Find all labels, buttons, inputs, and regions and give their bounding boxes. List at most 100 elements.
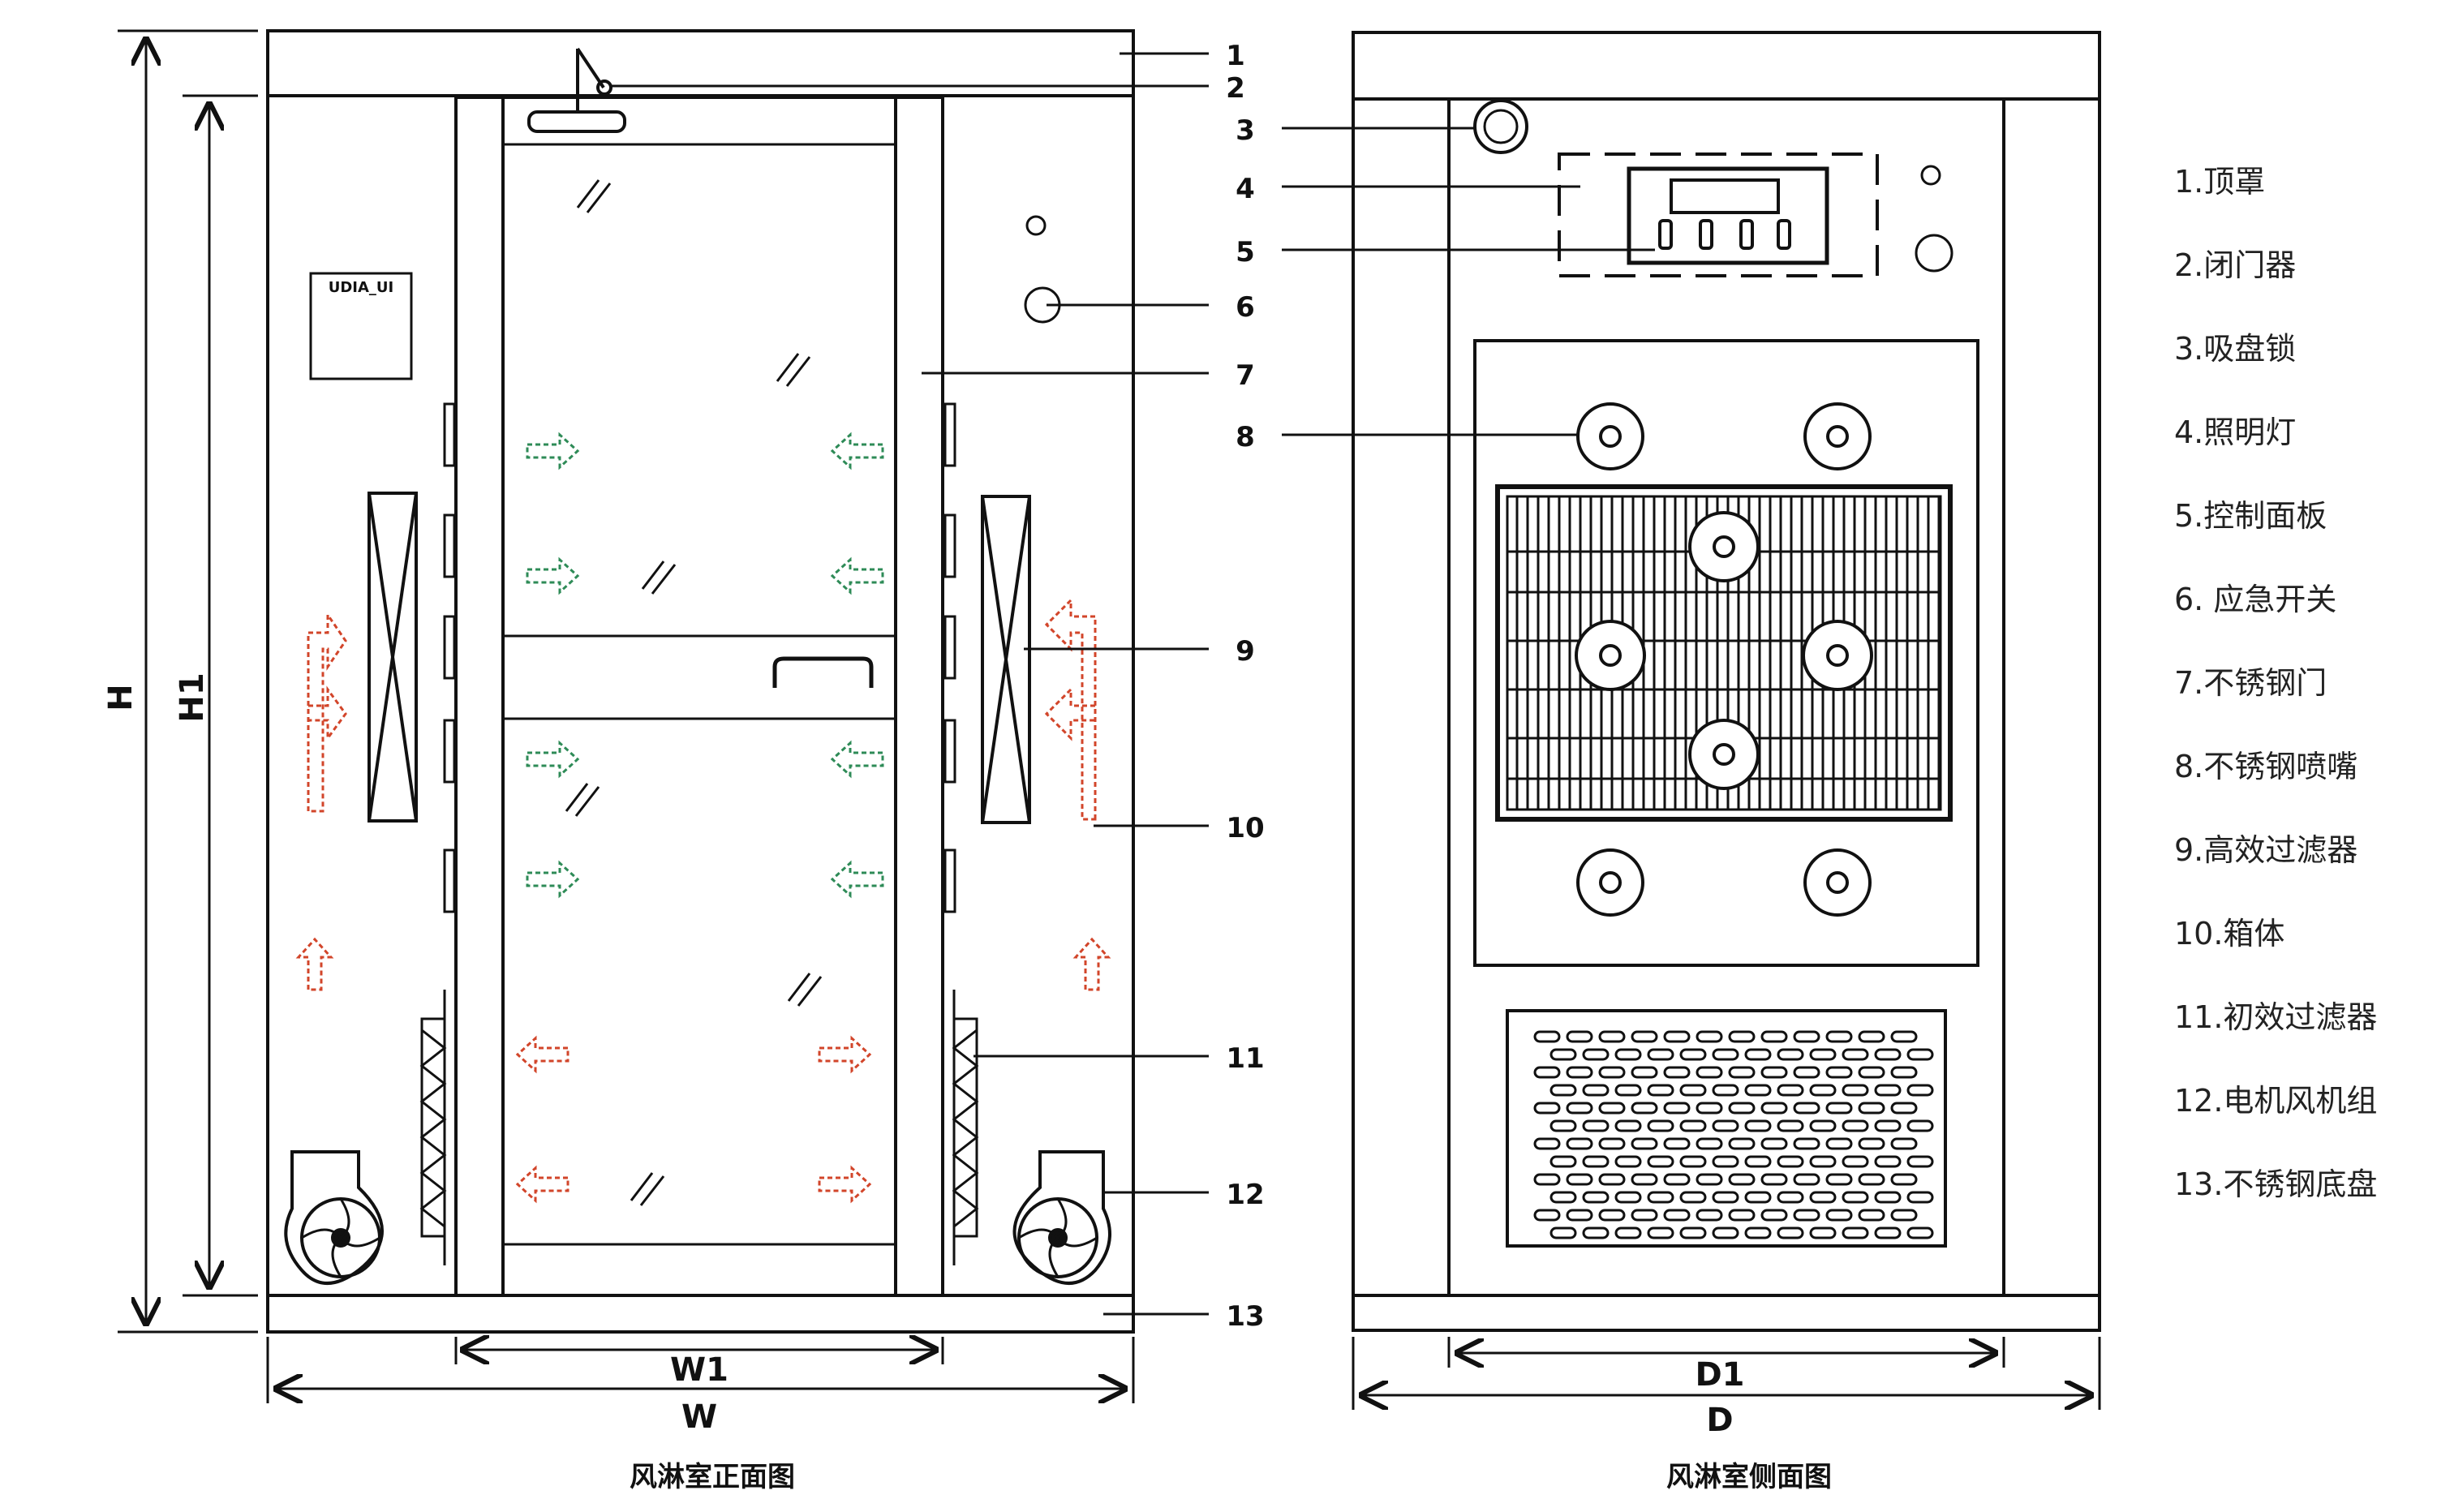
mesh-cell bbox=[1631, 1102, 1658, 1115]
dim-d1: D1 bbox=[1695, 1356, 1744, 1394]
mesh-cell bbox=[1533, 1066, 1561, 1079]
mesh-cell bbox=[1582, 1119, 1610, 1132]
mesh-cell bbox=[1825, 1066, 1853, 1079]
mesh-cell bbox=[1858, 1066, 1885, 1079]
callout-8: 8 bbox=[1236, 421, 1255, 453]
nozzle-airflow-arrows bbox=[526, 432, 884, 899]
mesh-cell bbox=[1712, 1226, 1739, 1239]
door-glass-upper bbox=[501, 143, 897, 638]
door-closer bbox=[527, 47, 626, 133]
callout-13: 13 bbox=[1226, 1300, 1264, 1333]
mesh-cell bbox=[1728, 1066, 1756, 1079]
control-buttons bbox=[1658, 219, 1791, 250]
mesh-cell bbox=[1809, 1119, 1837, 1132]
mesh-cell bbox=[1760, 1137, 1788, 1150]
callout-1: 1 bbox=[1226, 40, 1245, 72]
mesh-cell bbox=[1712, 1119, 1739, 1132]
mesh-cell bbox=[1696, 1030, 1723, 1043]
legend-item-13: 13.不锈钢底盘 bbox=[2174, 1166, 2378, 1202]
panel-nozzles bbox=[1576, 402, 1872, 917]
legend-item-12: 12.电机风机组 bbox=[2174, 1083, 2378, 1119]
mesh-cell bbox=[1906, 1048, 1934, 1061]
mesh-cell bbox=[1858, 1209, 1885, 1222]
side-callout-leaders bbox=[1282, 127, 1655, 436]
mesh-cell bbox=[1614, 1226, 1642, 1239]
display-screen bbox=[1670, 178, 1780, 214]
side-view-caption: 风淋室侧面图 bbox=[1666, 1461, 1832, 1493]
callout-4: 4 bbox=[1236, 173, 1255, 205]
mesh-cell bbox=[1906, 1191, 1934, 1204]
mesh-cell bbox=[1566, 1030, 1593, 1043]
mesh-cell bbox=[1712, 1048, 1739, 1061]
side-dimensions bbox=[1352, 1337, 2101, 1410]
callout-3: 3 bbox=[1236, 114, 1255, 147]
mesh-cell bbox=[1549, 1119, 1577, 1132]
mesh-cell bbox=[1712, 1191, 1739, 1204]
mesh-cell bbox=[1874, 1084, 1902, 1097]
dim-h: H bbox=[102, 684, 140, 711]
mesh-cell bbox=[1533, 1173, 1561, 1186]
front-view-caption: 风淋室正面图 bbox=[630, 1461, 795, 1493]
mesh-cell bbox=[1631, 1173, 1658, 1186]
mesh-cell bbox=[1728, 1173, 1756, 1186]
mesh-cell bbox=[1696, 1209, 1723, 1222]
front-view bbox=[266, 29, 1135, 1334]
mesh-cell bbox=[1777, 1119, 1804, 1132]
mesh-cell bbox=[1842, 1048, 1869, 1061]
mesh-cell bbox=[1825, 1030, 1853, 1043]
mesh-cell bbox=[1744, 1119, 1772, 1132]
lighting-box bbox=[1558, 152, 1879, 277]
mesh-cell bbox=[1777, 1226, 1804, 1239]
mesh-cell bbox=[1679, 1226, 1707, 1239]
mesh-cell bbox=[1874, 1191, 1902, 1204]
legend-item-6: 6. 应急开关 bbox=[2174, 582, 2337, 617]
mesh-cell bbox=[1890, 1066, 1918, 1079]
mesh-cell bbox=[1712, 1084, 1739, 1097]
grille-nozzles bbox=[1575, 511, 1873, 790]
mesh-cell bbox=[1874, 1226, 1902, 1239]
mesh-cell bbox=[1744, 1226, 1772, 1239]
dim-w1: W1 bbox=[670, 1351, 729, 1389]
mesh-cell bbox=[1744, 1191, 1772, 1204]
mesh-cell bbox=[1696, 1137, 1723, 1150]
mesh-cell bbox=[1598, 1209, 1626, 1222]
mesh-cell bbox=[1858, 1173, 1885, 1186]
mesh-cell bbox=[1728, 1030, 1756, 1043]
legend-item-7: 7.不锈钢门 bbox=[2174, 665, 2327, 701]
mesh-cell bbox=[1679, 1119, 1707, 1132]
mesh-cell bbox=[1696, 1102, 1723, 1115]
suction-lock bbox=[1473, 99, 1528, 154]
callout-numbers: 1 2 3 4 5 6 7 8 9 10 11 12 13 bbox=[1226, 40, 1265, 1333]
mesh-cell bbox=[1906, 1084, 1934, 1097]
mesh-cell bbox=[1631, 1030, 1658, 1043]
mesh-cell bbox=[1890, 1209, 1918, 1222]
mesh-cell bbox=[1760, 1102, 1788, 1115]
mesh-cell bbox=[1760, 1030, 1788, 1043]
side-control-panel bbox=[1627, 166, 1829, 265]
callout-11: 11 bbox=[1226, 1042, 1264, 1075]
dim-d: D bbox=[1706, 1402, 1733, 1439]
callout-6: 6 bbox=[1236, 291, 1255, 324]
mesh-cell bbox=[1533, 1137, 1561, 1150]
mesh-cell bbox=[1647, 1191, 1674, 1204]
mesh-cell bbox=[1874, 1119, 1902, 1132]
mesh-cell bbox=[1842, 1155, 1869, 1168]
mesh-cell bbox=[1842, 1226, 1869, 1239]
mesh-cell bbox=[1533, 1102, 1561, 1115]
mesh-cell bbox=[1825, 1102, 1853, 1115]
mesh-cell bbox=[1663, 1137, 1691, 1150]
legend-item-10: 10.箱体 bbox=[2174, 916, 2285, 951]
mesh-cell bbox=[1890, 1102, 1918, 1115]
front-control-panel bbox=[309, 272, 413, 380]
legend-item-11: 11.初效过滤器 bbox=[2174, 999, 2378, 1035]
mesh-cell bbox=[1793, 1209, 1820, 1222]
mesh-cell bbox=[1647, 1155, 1674, 1168]
mesh-cell bbox=[1549, 1226, 1577, 1239]
mesh-cell bbox=[1728, 1137, 1756, 1150]
mesh-cell bbox=[1793, 1066, 1820, 1079]
mesh-cell bbox=[1744, 1155, 1772, 1168]
mesh-cell bbox=[1598, 1030, 1626, 1043]
mesh-cell bbox=[1809, 1226, 1837, 1239]
door-handle bbox=[772, 656, 874, 688]
side-outer-frame bbox=[1352, 31, 2101, 1332]
